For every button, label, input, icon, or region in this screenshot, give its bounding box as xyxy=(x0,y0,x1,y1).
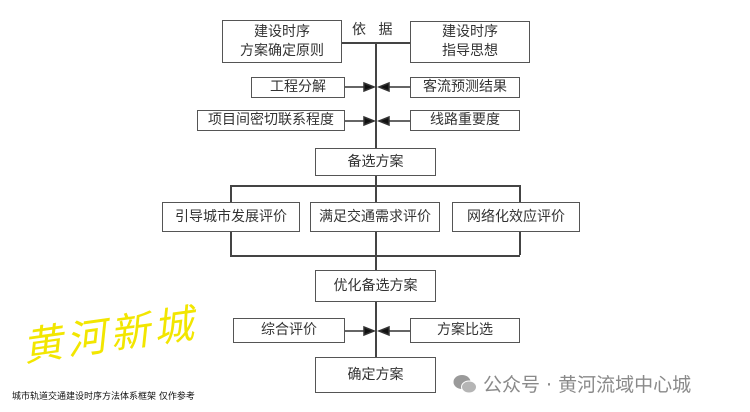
evaluation-box: 引导城市发展评价 xyxy=(162,202,300,232)
arrow-head xyxy=(363,81,377,93)
guideline-box: 建设时序 指导思想 xyxy=(410,21,530,63)
box-line: 方案确定原则 xyxy=(240,42,324,59)
arrow-head xyxy=(376,81,390,93)
box-line: 建设时序 xyxy=(442,24,498,40)
evaluation-box: 满足交通需求评价 xyxy=(310,202,440,232)
connector xyxy=(375,176,377,185)
box-line: 指导思想 xyxy=(442,43,498,59)
plan-comparison-box: 方案比选 xyxy=(410,318,520,343)
connector xyxy=(375,302,377,357)
figure-caption: 城市轨道交通建设时序方法体系框架 仅作参考 xyxy=(12,392,195,402)
box-line: 建设时序 xyxy=(254,23,310,40)
wechat-icon xyxy=(453,374,477,393)
line-importance-box: 线路重要度 xyxy=(410,110,520,131)
connector xyxy=(519,232,521,255)
connector xyxy=(230,185,232,202)
watermark-text: 公众号 · 黄河流域中心城 xyxy=(483,374,692,396)
connector xyxy=(230,232,232,255)
connector xyxy=(519,185,521,202)
principle-box: 建设时序 方案确定原则 xyxy=(222,20,342,63)
project-relation-box: 项目间密切联系程度 xyxy=(197,110,345,131)
basis-label: 依 据 xyxy=(352,22,397,38)
connector xyxy=(375,185,377,202)
connector xyxy=(375,42,377,148)
connector xyxy=(230,255,520,257)
evaluation-box: 网络化效应评价 xyxy=(452,202,580,232)
engineering-decomposition-box: 工程分解 xyxy=(251,77,345,98)
comprehensive-evaluation-box: 综合评价 xyxy=(233,318,345,343)
arrow-head xyxy=(363,325,377,337)
connector xyxy=(375,232,377,270)
candidate-plan-box: 备选方案 xyxy=(315,148,436,176)
optimized-plan-box: 优化备选方案 xyxy=(315,270,436,302)
arrow-head xyxy=(376,115,390,127)
final-plan-box: 确定方案 xyxy=(315,357,436,393)
ridership-forecast-box: 客流预测结果 xyxy=(410,77,520,98)
arrow-head xyxy=(376,325,390,337)
account-watermark: 公众号 · 黄河流域中心城 xyxy=(453,370,691,397)
arrow-head xyxy=(363,115,377,127)
